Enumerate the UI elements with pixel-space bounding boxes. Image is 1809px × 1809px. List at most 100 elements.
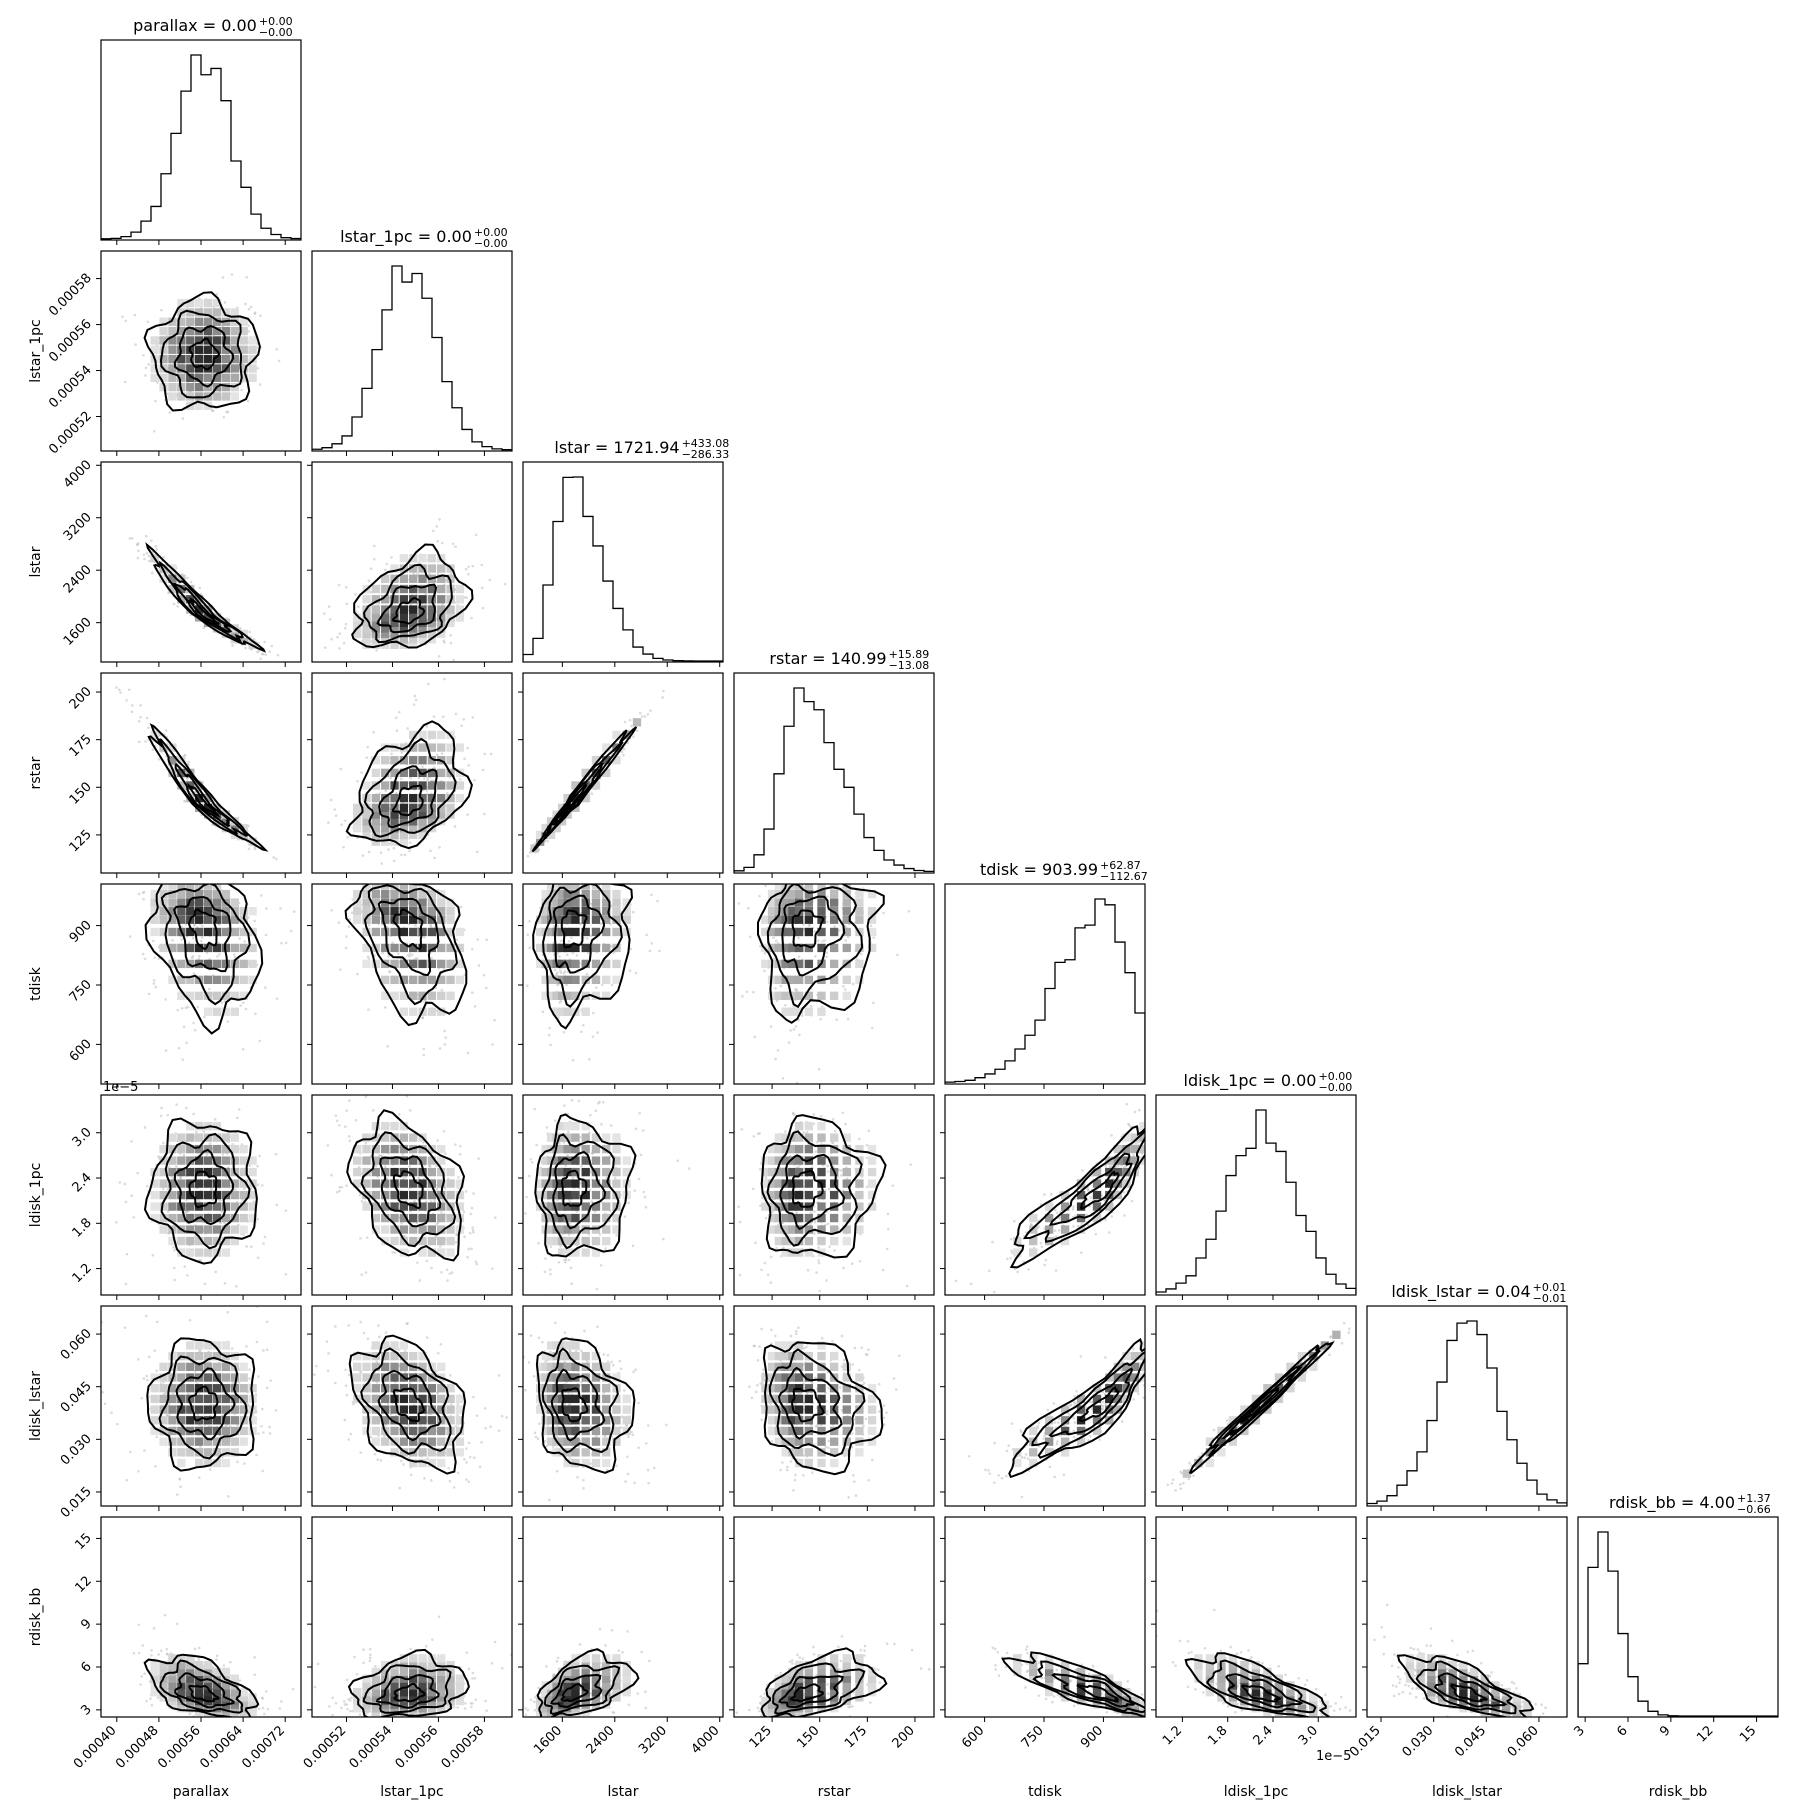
density-cell [390,915,399,924]
title-upper-lstar: +433.08 [682,437,730,450]
density-cell [409,1007,418,1016]
sample-point [130,704,134,707]
density-cell [455,975,465,984]
density-cell [817,927,826,937]
sample-point [146,320,150,324]
density-cell [409,889,418,899]
density-cell [212,915,222,924]
density-cell [571,1133,580,1142]
sample-point [848,868,851,871]
density-cell [602,975,611,984]
density-cell [767,927,777,937]
density-cell [437,803,446,812]
sample-point [191,936,195,940]
density-cell [221,1202,231,1211]
density-cell [353,889,362,899]
sample-point [436,1139,439,1142]
sample-point [422,777,426,780]
sample-point [185,1274,189,1277]
sample-point [600,983,604,987]
density-cell [150,907,159,916]
density-cell [159,927,168,937]
density-cell [855,975,864,984]
density-cell [427,1007,437,1016]
sample-point [417,776,421,780]
density-cell [563,1248,572,1257]
sample-point [526,854,530,858]
density-cell [591,991,601,1000]
sample-point [799,875,802,878]
density-cell [221,345,231,354]
density-cell [159,943,168,953]
sample-point [196,1005,200,1009]
sample-point [464,1190,468,1193]
density-cell [804,915,814,924]
density-cell [418,810,427,819]
sample-point [470,1206,474,1210]
sample-point [444,1036,448,1039]
sample-point [470,1247,473,1251]
density-cell [212,1179,222,1188]
sample-point [378,1153,381,1157]
density-cell [437,817,446,826]
sample-point [181,1058,185,1061]
density-cell [381,1202,390,1211]
sample-point [465,596,468,600]
contour-level [160,1132,251,1250]
sample-point [136,556,140,560]
sample-point [361,854,365,857]
density-cell [571,1156,580,1165]
density-cell [867,927,877,937]
density-cell [186,382,195,392]
sample-point [247,324,251,327]
sample-point [226,1020,230,1023]
sample-point [432,715,436,718]
density-cell [427,564,437,573]
density-cell [427,1167,437,1177]
panel-content [322,518,507,666]
sample-point [384,663,387,666]
density-cell [212,898,222,907]
panel-frame [733,672,935,874]
sample-point [359,1237,362,1240]
sample-point [446,1279,449,1282]
contour-level [351,543,474,649]
sample-point [406,727,409,730]
density-cell [546,907,556,916]
sample-point [528,919,531,923]
density-cell [221,308,231,317]
density-cell [541,823,550,833]
density-cell [381,823,390,833]
density-cell [761,959,770,969]
sample-point [571,1176,575,1179]
sample-point [471,716,475,719]
density-cell [203,354,213,364]
sample-point [571,1059,575,1062]
sample-point [463,1235,466,1239]
sample-point [646,712,650,716]
density-cell [177,392,186,401]
density-cell [248,1190,257,1200]
histogram-tdisk [945,898,1145,1083]
sample-point [259,657,262,661]
density-cell [390,975,399,984]
density-cell [150,1179,159,1188]
sample-point [580,1164,583,1168]
sample-point [599,1264,603,1267]
density-cell [602,756,611,765]
density-cell [239,927,248,937]
density-cell [437,991,446,1000]
contour-level [560,1169,588,1207]
sample-point [433,1199,436,1203]
density-cell [842,991,851,1000]
sample-point [462,718,466,721]
density-cell [371,624,381,633]
density-cell [168,884,177,890]
density-cell [829,991,839,1000]
title-lower-rstar: −13.08 [889,659,930,672]
density-cell [571,1179,580,1188]
sample-point [867,1129,871,1133]
density-cell [817,907,826,916]
density-cell [212,336,222,345]
